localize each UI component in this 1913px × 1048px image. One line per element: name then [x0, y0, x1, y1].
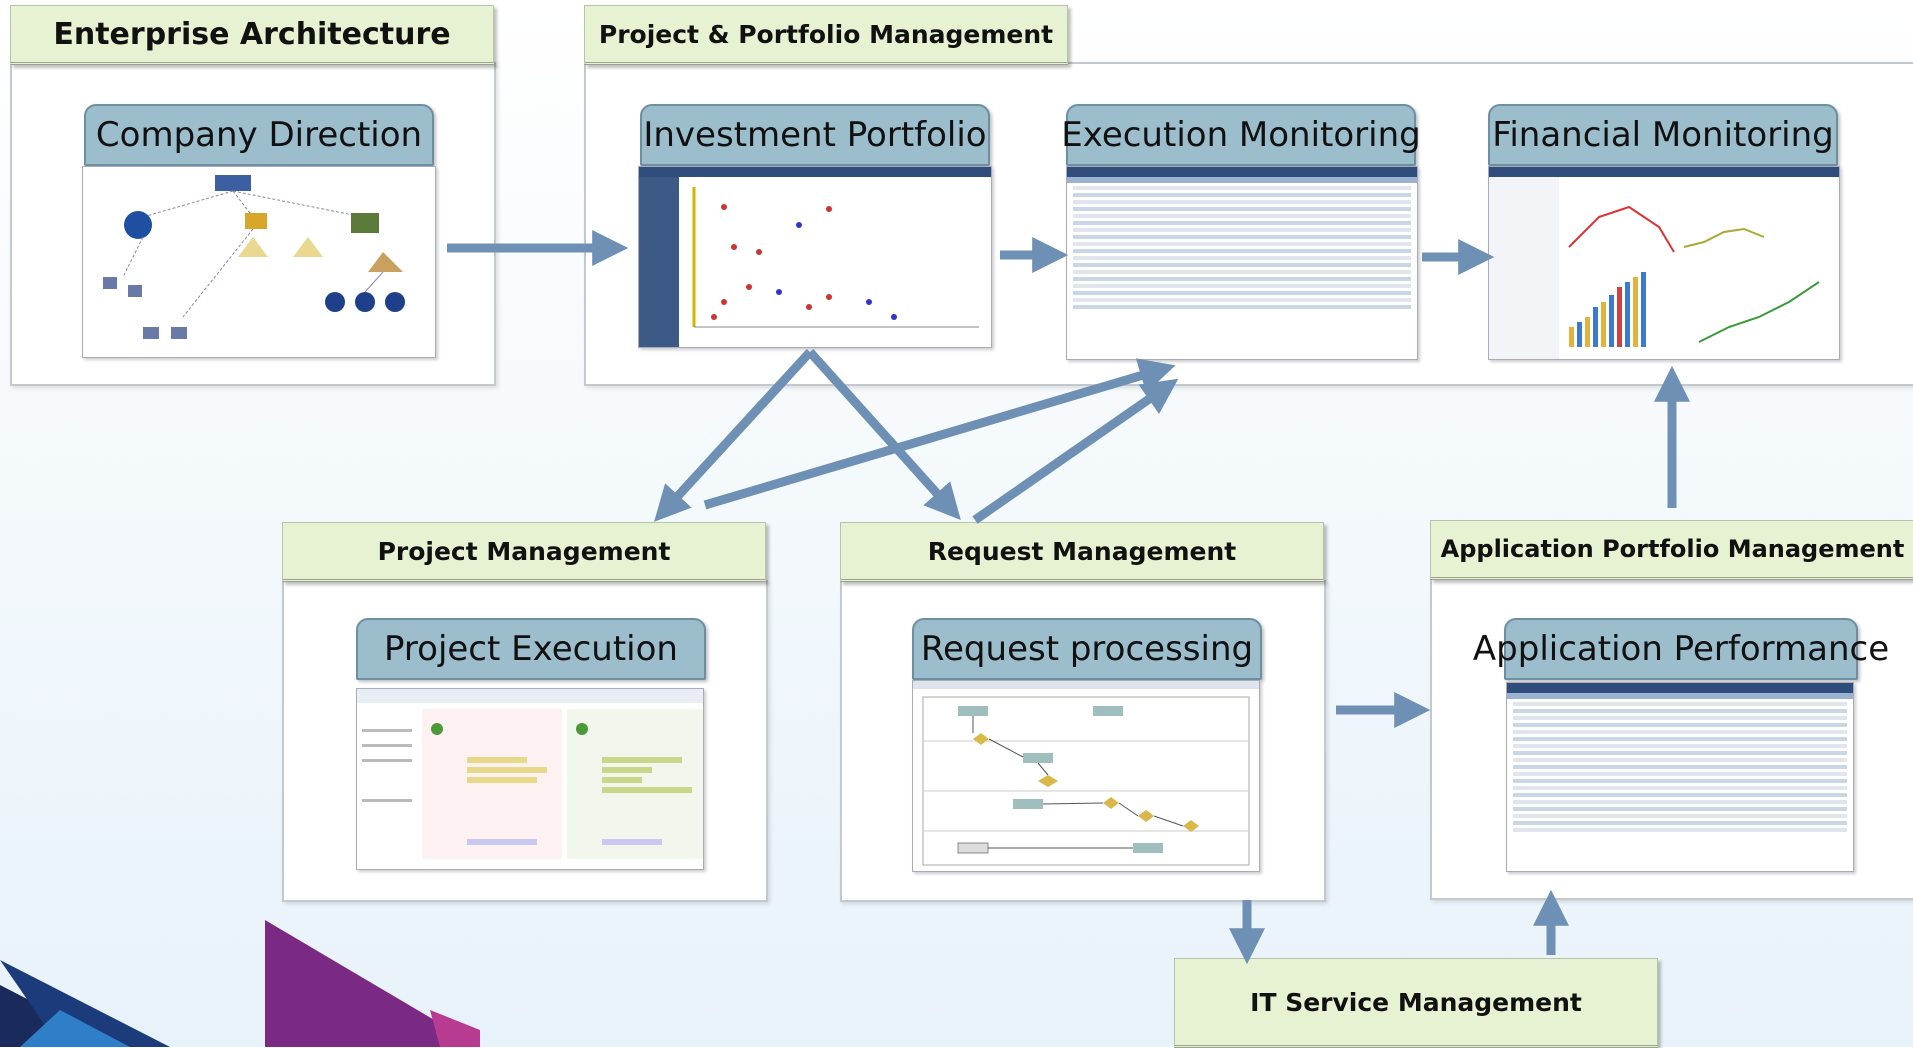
- project-management-header: Project Management: [282, 522, 766, 582]
- company-direction-label: Company Direction: [95, 115, 423, 155]
- process-flow-icon: [913, 681, 1259, 866]
- request-management-header: Request Management: [840, 522, 1324, 582]
- corner-decoration: [0, 920, 480, 1047]
- project-execution-card[interactable]: Project Execution: [356, 618, 706, 680]
- execution-monitoring-label: Execution Monitoring: [1061, 115, 1421, 155]
- application-performance-screenshot: [1506, 682, 1854, 872]
- investment-portfolio-card[interactable]: Investment Portfolio: [640, 104, 990, 166]
- investment-portfolio-screenshot: [638, 166, 992, 348]
- request-processing-screenshot: [912, 680, 1260, 872]
- financial-monitoring-label: Financial Monitoring: [1492, 115, 1834, 155]
- defect-report-icon: [357, 689, 703, 859]
- financial-monitoring-screenshot: [1488, 166, 1840, 360]
- enterprise-architecture-title: Enterprise Architecture: [53, 16, 451, 52]
- enterprise-architecture-header: Enterprise Architecture: [10, 5, 494, 65]
- application-performance-label: Application Performance: [1472, 629, 1890, 669]
- apm-title: Application Portfolio Management: [1440, 535, 1905, 563]
- it-service-management-header: IT Service Management: [1174, 958, 1658, 1048]
- project-execution-screenshot: [356, 688, 704, 870]
- ppm-header: Project & Portfolio Management: [584, 5, 1068, 65]
- ppm-title: Project & Portfolio Management: [598, 19, 1054, 49]
- request-processing-card[interactable]: Request processing: [912, 618, 1262, 680]
- execution-monitoring-card[interactable]: Execution Monitoring: [1061, 104, 1421, 166]
- execution-monitoring-screenshot: [1066, 166, 1418, 360]
- it-service-management-title: IT Service Management: [1250, 987, 1582, 1017]
- arrow-project-to-execution: [703, 358, 1176, 510]
- project-execution-label: Project Execution: [384, 629, 678, 669]
- application-performance-card[interactable]: Application Performance: [1473, 618, 1889, 680]
- apm-header: Application Portfolio Management: [1430, 520, 1913, 580]
- investment-portfolio-label: Investment Portfolio: [643, 115, 987, 155]
- financial-monitoring-card[interactable]: Financial Monitoring: [1488, 104, 1838, 166]
- project-management-title: Project Management: [377, 536, 671, 566]
- scatter-chart-icon: [639, 177, 979, 347]
- company-direction-screenshot: [82, 166, 436, 358]
- arrow-investment-to-project: [654, 348, 814, 522]
- request-processing-label: Request processing: [920, 629, 1254, 669]
- arrow-request-to-execution: [972, 378, 1179, 524]
- arrow-investment-to-request: [806, 348, 961, 521]
- org-chart-icon: [103, 175, 405, 339]
- request-management-title: Request Management: [927, 536, 1237, 566]
- charts-icon: [1489, 177, 1820, 359]
- company-direction-card[interactable]: Company Direction: [84, 104, 434, 166]
